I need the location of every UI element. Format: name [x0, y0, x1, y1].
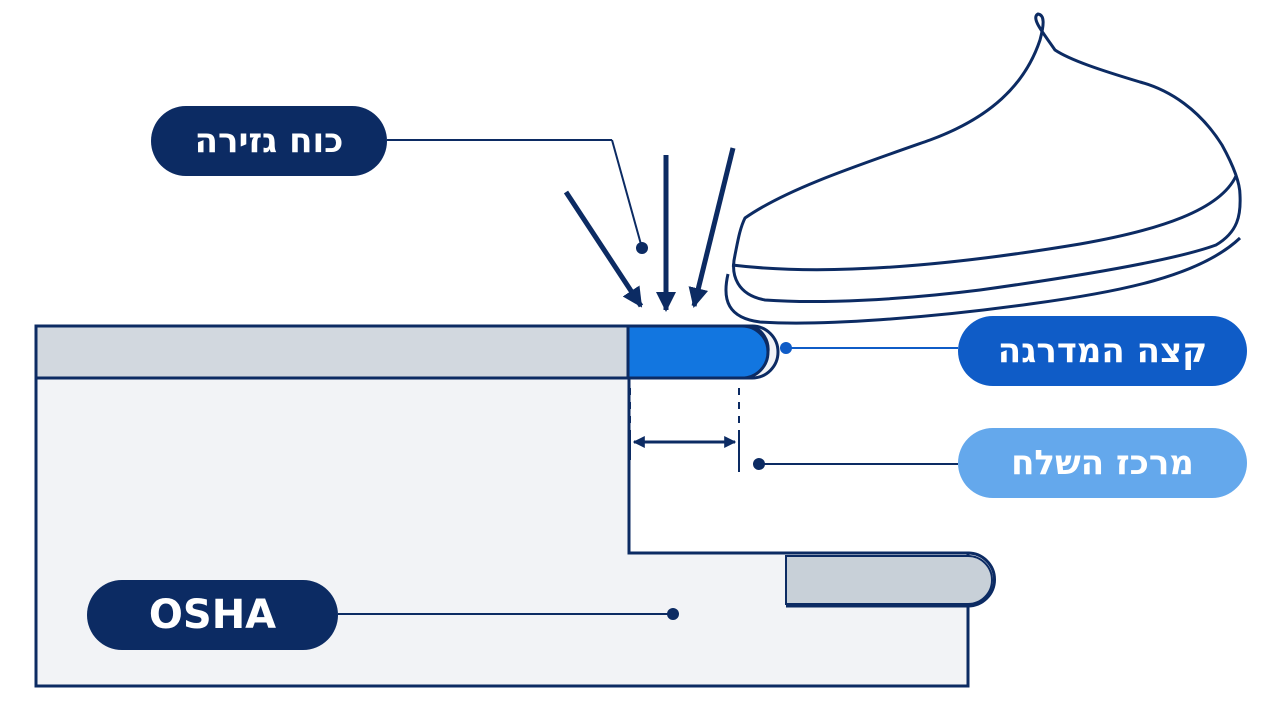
shoe-icon [724, 12, 1242, 325]
step-edge-nosing [36, 324, 770, 380]
shear-force-label: כוח גזירה [151, 106, 387, 176]
lower-tread [629, 551, 996, 608]
arrow-down-icon [563, 190, 644, 308]
osha-label: OSHA [87, 580, 338, 650]
step-edge-label: קצה המדרגה [958, 316, 1247, 386]
shear-force-arrows [563, 147, 736, 312]
tread-center-label: מרכז השלח [958, 428, 1247, 498]
leader-lines [338, 139, 958, 620]
tread-dimension [629, 388, 740, 472]
arrow-down-icon [688, 147, 736, 308]
upper-tread [34, 324, 630, 380]
